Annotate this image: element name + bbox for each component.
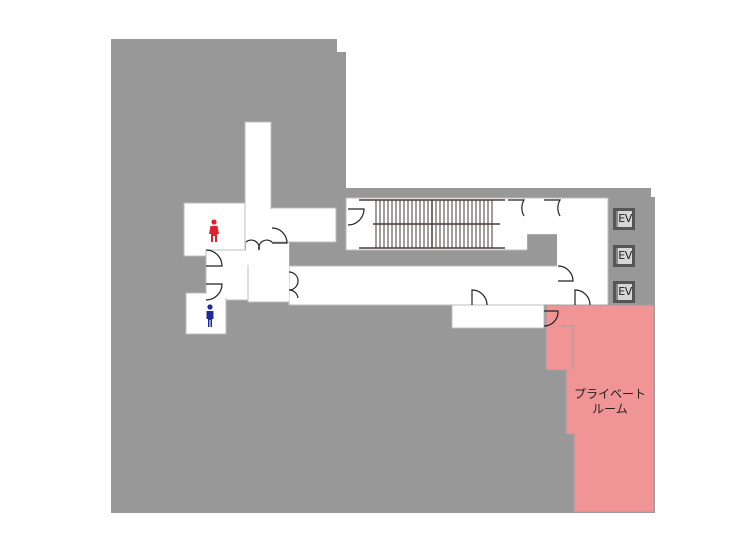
private-room-label-line2: ルーム — [592, 402, 628, 416]
stairs — [359, 199, 505, 249]
door — [574, 289, 591, 306]
door — [205, 249, 223, 267]
double-door — [288, 271, 299, 299]
door — [271, 227, 288, 244]
door — [544, 199, 562, 217]
double-door — [245, 239, 273, 251]
lower-room — [451, 304, 545, 329]
private-room-label: プライベート ルーム — [566, 387, 654, 417]
private-room-label-line1: プライベート — [573, 387, 646, 401]
door — [347, 208, 365, 226]
door — [557, 265, 574, 282]
male-icon — [206, 304, 214, 327]
upper-corridor — [270, 207, 337, 243]
elevator-label: EV — [616, 211, 632, 227]
elevator-label: EV — [616, 284, 632, 300]
door — [471, 289, 488, 306]
door — [205, 283, 223, 301]
door — [543, 310, 559, 327]
elevator-2[interactable]: EV — [613, 245, 635, 267]
doors — [205, 199, 591, 327]
elevator-label: EV — [616, 248, 632, 264]
private-room[interactable] — [544, 304, 655, 513]
elevator-1[interactable]: EV — [613, 208, 635, 230]
elevator-3[interactable]: EV — [613, 281, 635, 303]
door — [508, 199, 526, 217]
female-icon — [209, 219, 219, 242]
